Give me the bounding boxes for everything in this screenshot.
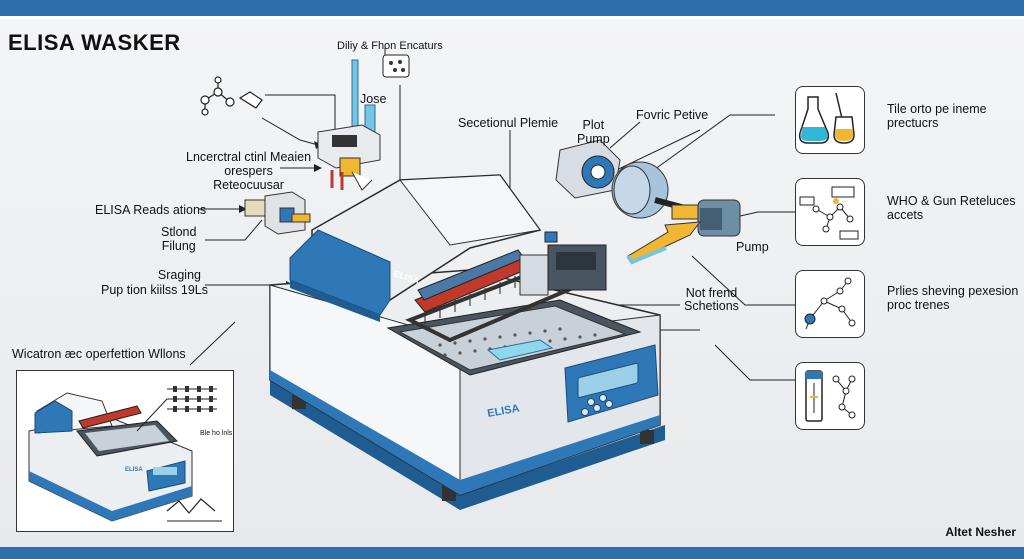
network-panel	[795, 178, 865, 246]
flask-icon	[798, 92, 855, 144]
reader-module	[244, 191, 311, 235]
label-siltond: Stlond Filung	[161, 225, 197, 253]
label-wicatron: Wicatron æc operfettion Wllons	[12, 347, 186, 361]
dish-icon	[382, 54, 410, 78]
label-top-center: Diliy & Fhon Encaturs	[337, 40, 443, 52]
inset-panel: ELISA Ble ho lnls	[16, 370, 234, 532]
dispense-head	[317, 59, 381, 191]
label-right-2: WHO & Gun Reteluces accets	[887, 194, 1016, 222]
top-border	[0, 0, 1024, 16]
label-sraging: Sraging Pup tion kiilss 19Ls	[101, 268, 209, 297]
label-not-frend: Not frend Schetions	[684, 286, 739, 313]
elisa-machine: ELISA ELISA	[269, 174, 665, 510]
bottom-border	[0, 547, 1024, 559]
label-uncentral: Lncerctral ctinl Meaien orespers Reteocu…	[186, 150, 312, 192]
tube-panel	[795, 362, 865, 430]
top-border-line	[0, 16, 1024, 19]
molecule-panel	[795, 270, 865, 338]
molecule-icon	[200, 76, 263, 116]
molecule-network-icon	[804, 277, 856, 330]
machine-front-brand: ELISA	[486, 403, 520, 420]
label-pump: Pump	[736, 240, 769, 254]
diagram-title: ELISA WASKER	[8, 30, 181, 55]
network-icon	[799, 186, 859, 240]
label-right-3: Prlies sheving pexesion proc trenes	[887, 284, 1019, 312]
label-right-1: Tile orto pe ineme prectucrs	[887, 102, 987, 130]
label-sectional: Secetionul Plemie	[458, 116, 559, 130]
flask-panel	[795, 86, 865, 154]
inset-brand: ELISA	[125, 467, 143, 473]
label-elisa-reads: ELISA Reads ations	[95, 203, 207, 217]
label-fovric: Fovric Petive	[636, 108, 709, 122]
inset-label: Ble ho lnls	[200, 430, 233, 437]
tube-icon	[805, 370, 856, 422]
label-plot-pump: Plot Pump	[577, 118, 610, 146]
inset-machine-illustration: ELISA	[28, 386, 222, 522]
pump-assembly	[555, 139, 741, 265]
credit: Altet Nesher	[945, 525, 1016, 539]
label-jose: Jose	[360, 92, 387, 106]
